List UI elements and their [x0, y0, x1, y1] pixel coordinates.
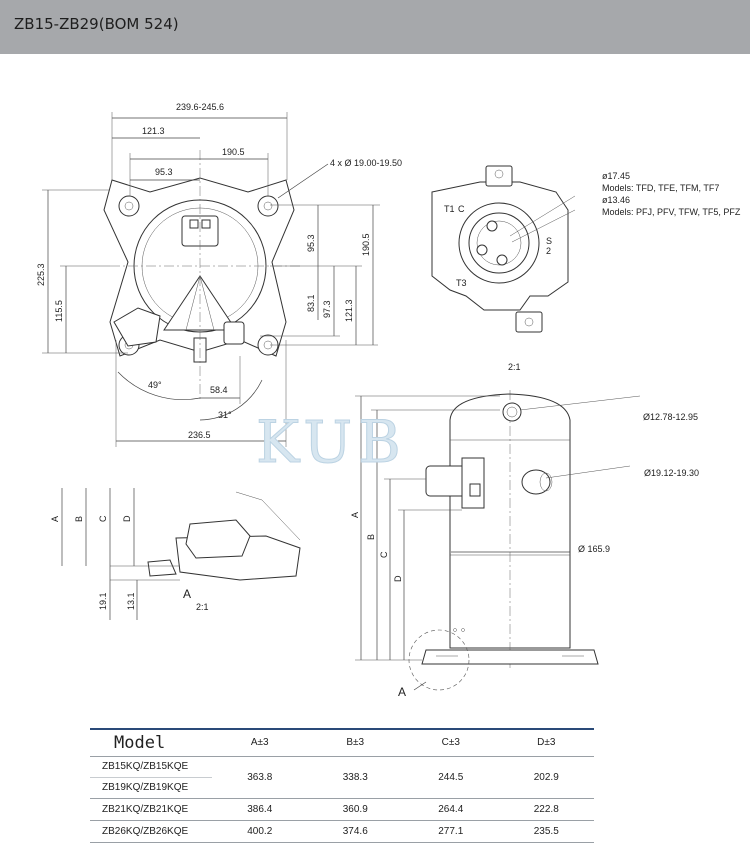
detail-callout: A	[398, 685, 406, 699]
dim-base-width: 236.5	[188, 430, 211, 440]
header-bar: ZB15-ZB29(BOM 524)	[0, 0, 750, 54]
model-cell: ZB21KQ/ZB21KQE	[102, 803, 189, 815]
dim-hole-spacing-y: 190.5	[361, 233, 371, 256]
header-model: Model	[114, 732, 166, 753]
terminal-label-t3: T3	[456, 278, 467, 288]
dim-hole-spacing-x: 190.5	[222, 147, 245, 157]
technical-drawing: 239.6-245.6 121.3 190.5 95.3 4 x Ø 19.00…	[36, 102, 741, 699]
value-c: 264.4	[438, 803, 464, 815]
detail-letter-b: B	[74, 516, 84, 522]
models-group-1: Models: TFD, TFE, TFM, TF7	[602, 183, 719, 193]
dim-hole-half-y: 95.3	[306, 234, 316, 252]
dim-fitting-b: 97.3	[322, 300, 332, 318]
dim-overall-height: 225.3	[36, 263, 46, 286]
dim-hole-half-x: 95.3	[155, 167, 173, 177]
detail-letter-a: A	[50, 516, 60, 522]
dim-half-width: 121.3	[142, 126, 165, 136]
value-d: 202.9	[533, 771, 559, 783]
detail-scale: 2:1	[196, 602, 209, 612]
terminal-label-t1: T1	[444, 204, 455, 214]
header-d: D±3	[537, 737, 556, 749]
dim-letter-a: A	[350, 512, 360, 518]
detail-view: A B C D 19.1 13.1 A 2:1	[50, 488, 301, 620]
dia-shell: Ø 165.9	[578, 544, 610, 554]
value-b: 360.9	[342, 803, 368, 815]
page-title: ZB15-ZB29(BOM 524)	[14, 15, 179, 33]
dia-discharge: Ø19.12-19.30	[644, 468, 699, 478]
detail-letter-c: C	[98, 515, 108, 522]
value-d: 235.5	[533, 825, 559, 837]
watermark-logo: KUB	[256, 408, 407, 476]
value-c: 244.5	[438, 771, 464, 783]
dim-lower-height: 115.5	[54, 300, 64, 322]
detail-label: A	[183, 587, 191, 601]
dim-angle-31: 31°	[218, 410, 232, 420]
dim-hole-diameter: 4 x Ø 19.00-19.50	[330, 158, 402, 168]
terminal-label-2: 2	[546, 246, 551, 256]
dim-13-1: 13.1	[126, 592, 136, 610]
value-d: 222.8	[533, 803, 559, 815]
side-view: T1 C T3 S 2 ø17.45 Models: TFD, TFE, TFM…	[431, 165, 741, 333]
dim-fitting-a: 83.1	[306, 294, 316, 312]
dim-offset: 58.4	[210, 385, 228, 395]
dim-letter-d: D	[393, 575, 403, 582]
dia-17-45: ø17.45	[602, 171, 630, 181]
terminal-label-s: S	[546, 236, 552, 246]
detail-letter-d: D	[122, 515, 132, 522]
value-b: 374.6	[342, 825, 368, 837]
table-row: ZB21KQ/ZB21KQE 386.4 360.9 264.4 222.8	[90, 798, 594, 820]
value-c: 277.1	[438, 825, 464, 837]
header-a: A±3	[250, 737, 269, 749]
dia-13-46: ø13.46	[602, 195, 630, 205]
models-group-2: Models: PFJ, PFV, TFW, TF5, PFZ	[602, 207, 741, 217]
dimension-table: Model A±3 B±3 C±3 D±3 ZB15KQ/ZB15KQE 363…	[90, 728, 594, 843]
terminal-label-c: C	[458, 204, 465, 214]
model-cell: ZB15KQ/ZB15KQE	[90, 756, 212, 778]
dim-letter-b: B	[366, 534, 376, 540]
model-cell: ZB19KQ/ZB19KQE	[102, 782, 189, 793]
header-c: C±3	[441, 737, 460, 749]
value-a: 400.2	[247, 825, 273, 837]
dim-fitting-c: 121.3	[344, 299, 354, 322]
dim-19-1: 19.1	[98, 592, 108, 610]
value-b: 338.3	[342, 771, 368, 783]
dim-letter-c: C	[379, 551, 389, 558]
header-b: B±3	[346, 737, 365, 749]
top-view: 239.6-245.6 121.3 190.5 95.3 4 x Ø 19.00…	[36, 102, 402, 447]
model-cell: ZB26KQ/ZB26KQE	[102, 825, 189, 837]
table-row: ZB15KQ/ZB15KQE 363.8 338.3 244.5 202.9	[90, 756, 594, 783]
dim-overall-width: 239.6-245.6	[176, 102, 224, 112]
dim-angle-49: 49°	[148, 380, 162, 390]
table-header-row: Model A±3 B±3 C±3 D±3	[90, 729, 594, 756]
value-a: 363.8	[247, 771, 273, 783]
dia-suction: Ø12.78-12.95	[643, 412, 698, 422]
front-view-scale: 2:1	[508, 362, 521, 372]
front-view: 2:1 Ø12.78-12.95 Ø19.12-19.30 Ø 165.9 A	[350, 362, 699, 699]
table-row: ZB26KQ/ZB26KQE 400.2 374.6 277.1 235.5	[90, 820, 594, 842]
value-a: 386.4	[247, 803, 273, 815]
